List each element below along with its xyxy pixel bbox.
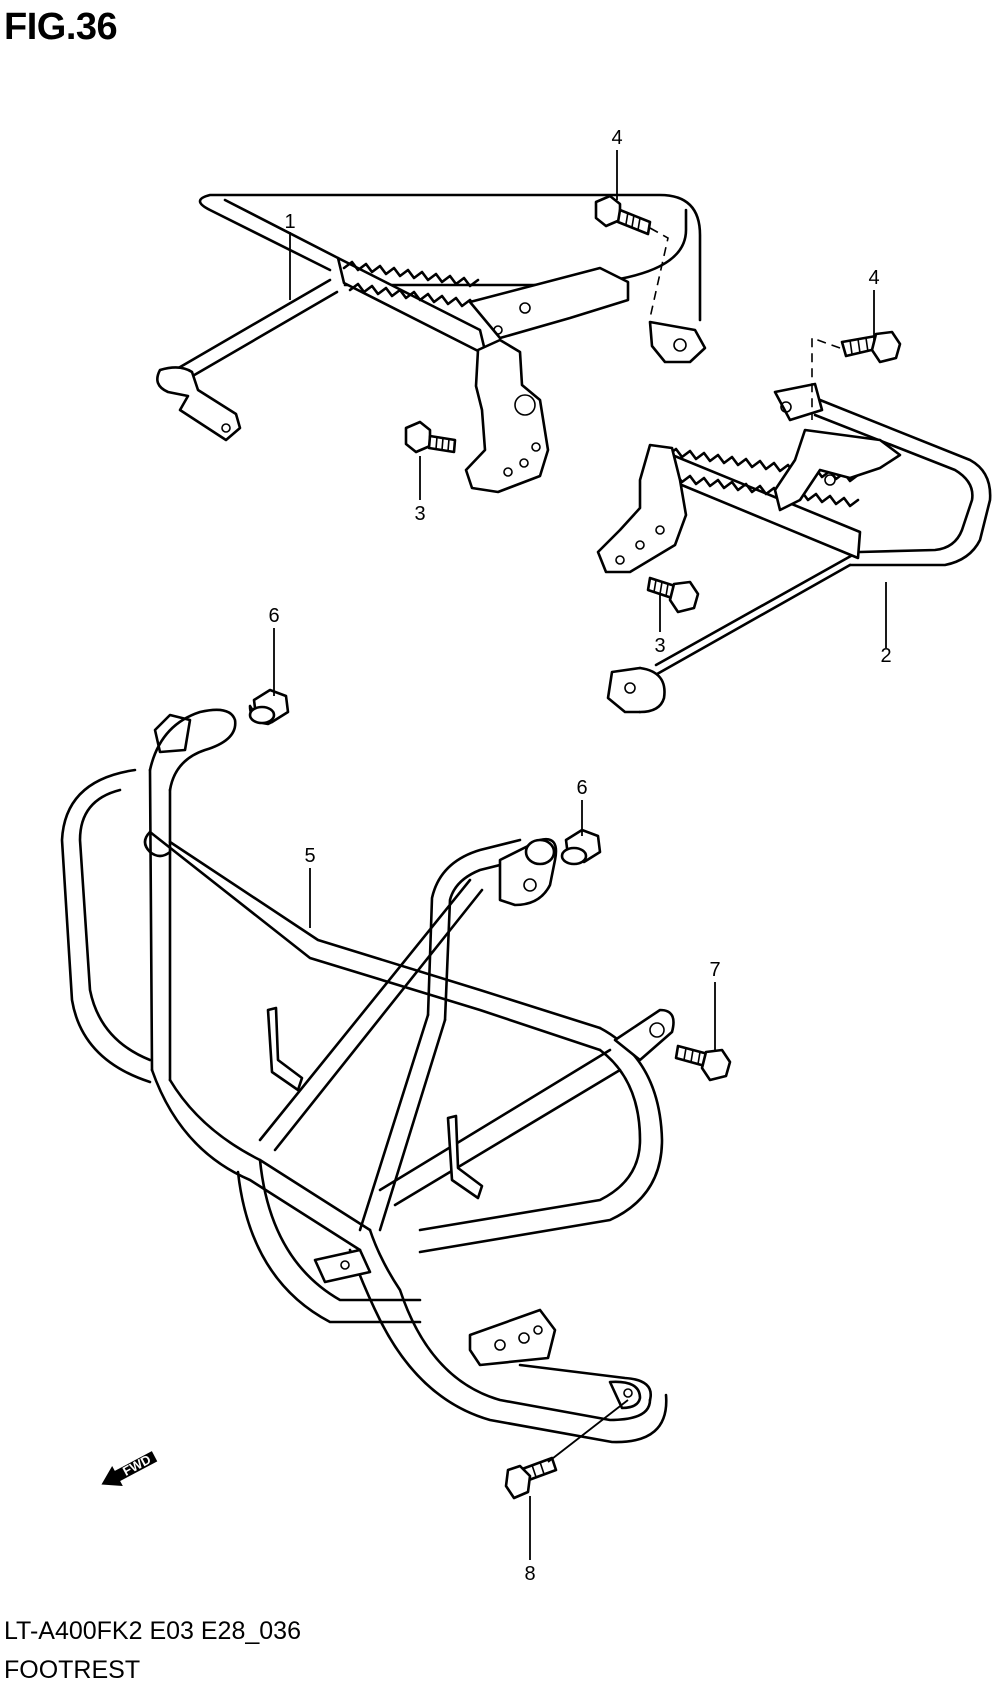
fwd-arrow-icon: FWD — [101, 1451, 158, 1486]
footrest-left — [156, 193, 707, 494]
model-code: LT-A400FK2 E03 E28_036 — [4, 1617, 301, 1645]
footrest-right — [596, 382, 992, 714]
bolt-4-lower — [840, 330, 902, 364]
callout-3-left: 3 — [414, 503, 425, 525]
bolt-4-upper — [594, 194, 652, 236]
bolt-3-left — [404, 420, 457, 454]
section-name: FOOTREST — [4, 1656, 141, 1684]
callout-1: 1 — [284, 211, 295, 233]
callout-3-right: 3 — [654, 635, 665, 657]
fwd-label: FWD — [120, 1452, 153, 1479]
bolt-8 — [504, 1456, 558, 1500]
guide-bolt-8 — [547, 1399, 629, 1463]
callout-4-upper: 4 — [611, 127, 622, 149]
bolt-7 — [674, 1044, 732, 1082]
dash-guide-4-upper — [649, 227, 669, 319]
callout-5: 5 — [304, 845, 315, 867]
callout-6-upper: 6 — [268, 605, 279, 627]
callout-4-lower: 4 — [868, 267, 879, 289]
guard-frame — [60, 708, 675, 1444]
callout-6-lower: 6 — [576, 777, 587, 799]
bolt-3-right — [646, 576, 700, 614]
callout-8: 8 — [524, 1563, 535, 1585]
callout-7: 7 — [709, 959, 720, 981]
grommet-6-lower — [560, 828, 602, 866]
callout-2: 2 — [880, 645, 891, 667]
grommet-6-upper — [248, 688, 290, 726]
figure-title: FIG.36 — [4, 6, 118, 48]
